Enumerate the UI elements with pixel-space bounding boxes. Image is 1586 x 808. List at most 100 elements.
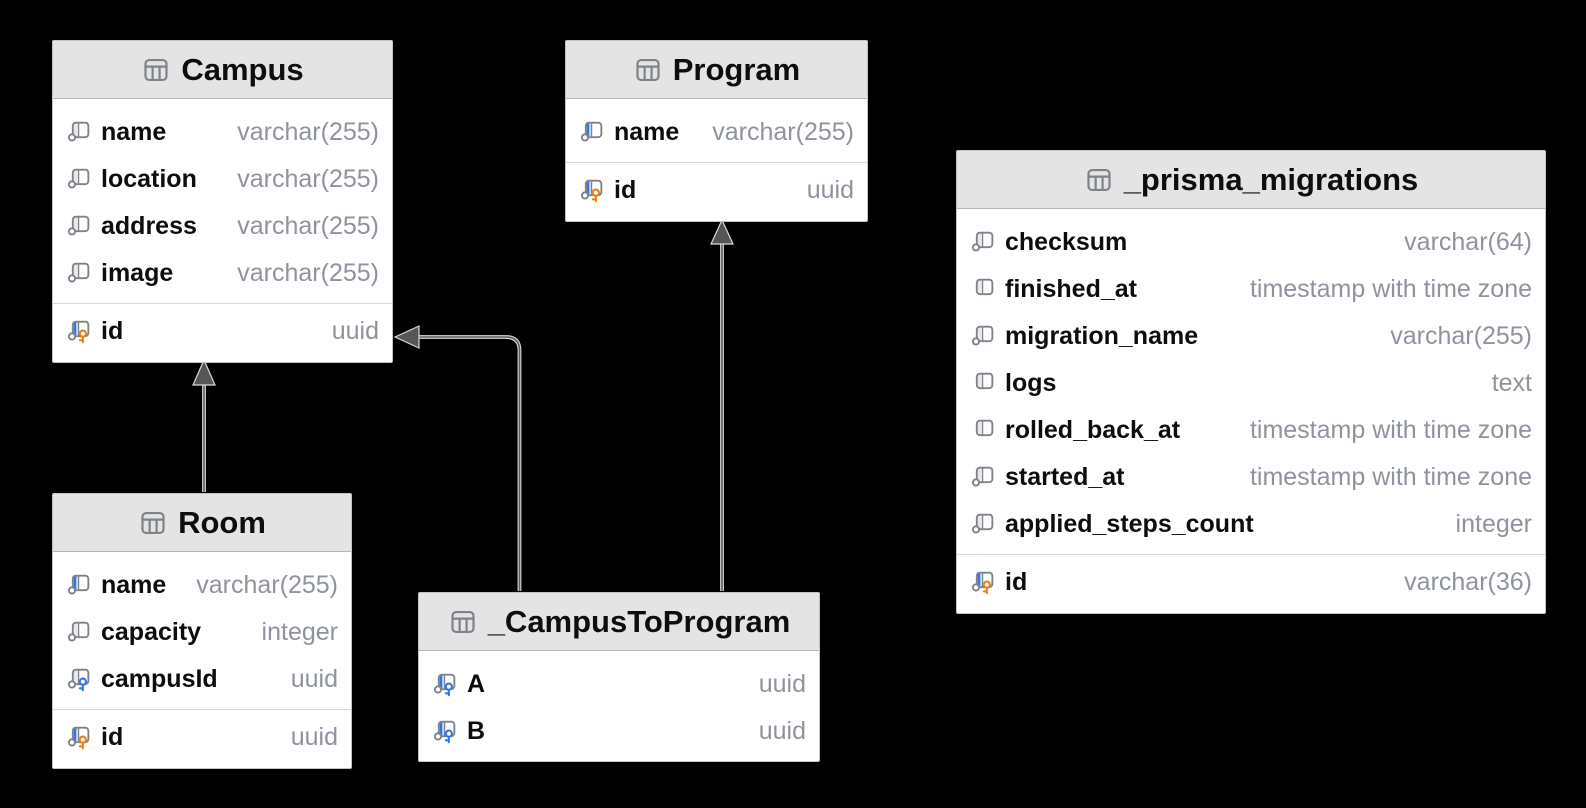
column-name: name xyxy=(614,118,680,146)
relationship-arrowhead xyxy=(192,358,216,386)
column-label-group: rolled_back_at xyxy=(969,416,1180,445)
table-header-program[interactable]: Program xyxy=(566,41,867,99)
column-row-campus-id: id uuid xyxy=(53,308,392,355)
column-row-room-id: id uuid xyxy=(53,714,351,761)
column-row-prisma-migrations-finished_at: finished_at timestamp with time zone xyxy=(957,266,1545,313)
column-name: checksum xyxy=(1005,228,1128,256)
relationship-arrowhead xyxy=(710,218,734,245)
column-icon xyxy=(971,231,994,252)
column-type: timestamp with time zone xyxy=(1249,463,1532,491)
column-label-group: finished_at xyxy=(969,275,1137,304)
column-type: varchar(36) xyxy=(1404,568,1532,596)
column-type: uuid xyxy=(290,665,338,693)
column-name: id xyxy=(1005,568,1028,596)
column-section: name varchar(255) capacity integer campusId u… xyxy=(53,552,351,709)
column-row-campus-image: image varchar(255) xyxy=(53,250,392,297)
table-title: _CampusToProgram xyxy=(487,603,791,639)
column-icon xyxy=(67,215,90,236)
table-prisma-migrations[interactable]: _prisma_migrations checksum varchar(64) fin… xyxy=(956,150,1546,614)
column-label-group: B xyxy=(431,717,485,746)
column-label-group: logs xyxy=(969,369,1056,398)
foreign-key-column-icon xyxy=(433,673,456,697)
table-room[interactable]: Room name varchar(255) capacity integer campu… xyxy=(52,493,352,769)
key-column-section: id uuid xyxy=(53,303,392,362)
column-type: uuid xyxy=(758,670,806,698)
column-name: image xyxy=(101,259,174,287)
column-icon xyxy=(975,419,994,437)
column-icon xyxy=(971,513,994,534)
column-type: uuid xyxy=(806,176,854,204)
column-type: varchar(64) xyxy=(1404,228,1532,256)
table-icon xyxy=(636,58,660,81)
column-label-group: name xyxy=(65,571,166,600)
column-row-room-campusId: campusId uuid xyxy=(53,656,351,703)
key-column-section: id varchar(36) xyxy=(957,554,1545,613)
column-label-group: campusId xyxy=(65,665,218,694)
column-name: started_at xyxy=(1005,463,1125,491)
column-name: id xyxy=(101,317,124,345)
primary-key-column-icon xyxy=(67,320,90,344)
table-title: Program xyxy=(672,51,801,87)
column-type: integer xyxy=(261,618,338,646)
column-label-group: name xyxy=(65,118,166,147)
column-icon xyxy=(580,121,603,142)
column-label-group: started_at xyxy=(969,463,1125,492)
column-icon xyxy=(975,278,994,296)
table-title: Campus xyxy=(181,51,304,87)
column-icon xyxy=(971,325,994,346)
table-header-campus-to-program[interactable]: _CampusToProgram xyxy=(419,593,819,651)
table-icon xyxy=(144,58,168,81)
column-icon xyxy=(971,466,994,487)
table-title: _prisma_migrations xyxy=(1123,161,1419,197)
column-icon xyxy=(67,621,90,642)
column-label-group: id xyxy=(65,723,123,752)
column-name: name xyxy=(101,118,167,146)
column-type: uuid xyxy=(331,317,379,345)
connector-campustoprogram-b-to-program-id xyxy=(710,218,734,591)
foreign-key-column-icon xyxy=(433,720,456,744)
column-icon xyxy=(67,262,90,283)
column-type: uuid xyxy=(290,723,338,751)
column-label-group: applied_steps_count xyxy=(969,510,1254,539)
column-row-room-name: name varchar(255) xyxy=(53,562,351,609)
column-name: address xyxy=(101,212,197,240)
column-label-group: name xyxy=(578,118,679,147)
column-name: finished_at xyxy=(1005,275,1137,303)
table-header-campus[interactable]: Campus xyxy=(53,41,392,99)
connector-room-campusid-to-campus-id xyxy=(192,358,216,492)
column-name: capacity xyxy=(101,618,202,646)
column-label-group: image xyxy=(65,259,173,288)
column-name: location xyxy=(101,165,197,193)
table-title: Room xyxy=(178,504,266,540)
column-icon xyxy=(67,121,90,142)
key-column-section: id uuid xyxy=(53,709,351,768)
primary-key-column-icon xyxy=(67,726,90,750)
connector-campustoprogram-a-to-campus-id xyxy=(393,325,522,591)
column-type: timestamp with time zone xyxy=(1249,275,1532,303)
column-type: varchar(255) xyxy=(237,259,379,287)
column-type: varchar(255) xyxy=(237,212,379,240)
column-type: varchar(255) xyxy=(196,571,338,599)
table-icon xyxy=(451,610,475,633)
column-name: migration_name xyxy=(1005,322,1199,350)
column-label-group: address xyxy=(65,212,197,241)
column-icon xyxy=(67,574,90,595)
table-header-room[interactable]: Room xyxy=(53,494,351,552)
column-name: applied_steps_count xyxy=(1005,510,1254,538)
table-header-prisma-migrations[interactable]: _prisma_migrations xyxy=(957,151,1545,209)
column-row-prisma-migrations-started_at: started_at timestamp with time zone xyxy=(957,454,1545,501)
column-label-group: A xyxy=(431,670,485,699)
column-type: uuid xyxy=(758,717,806,745)
